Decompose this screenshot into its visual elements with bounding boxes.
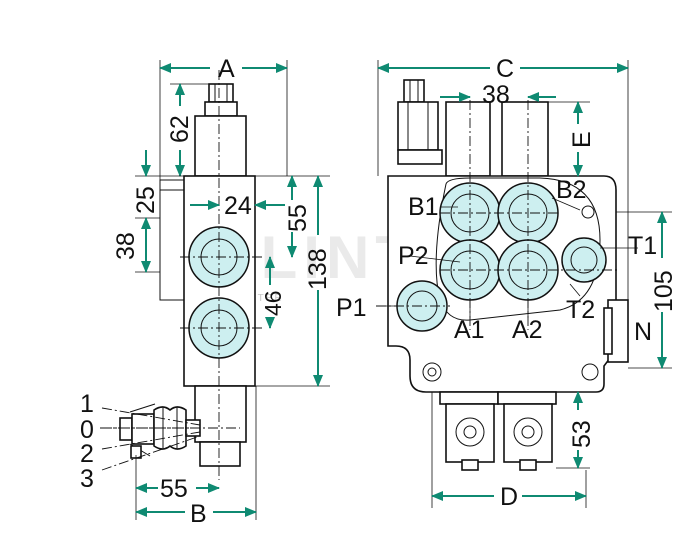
front-view-dimensions bbox=[376, 60, 672, 508]
side-view bbox=[100, 70, 262, 480]
dim-label-53: 53 bbox=[568, 420, 596, 448]
dim-label-a: A bbox=[218, 55, 235, 83]
lever-position-2: 2 bbox=[80, 440, 94, 468]
dim-label-38-side: 38 bbox=[112, 232, 140, 260]
port-label-t2: T2 bbox=[566, 296, 595, 324]
lever-position-1: 1 bbox=[80, 390, 94, 418]
dim-label-c: C bbox=[496, 55, 514, 83]
dim-label-24: 24 bbox=[224, 192, 252, 220]
dim-label-46: 46 bbox=[260, 290, 286, 316]
port-label-b2: B2 bbox=[556, 176, 587, 204]
dim-label-b: B bbox=[190, 500, 207, 528]
dim-label-d: D bbox=[500, 483, 518, 511]
dim-label-n: N bbox=[634, 318, 652, 346]
port-label-a1: A1 bbox=[454, 316, 485, 344]
dim-label-38-front: 38 bbox=[482, 81, 510, 109]
front-view bbox=[376, 79, 629, 471]
port-label-t1: T1 bbox=[628, 232, 657, 260]
port-label-b1: B1 bbox=[408, 193, 439, 221]
dim-label-138: 138 bbox=[304, 248, 332, 290]
dim-label-105: 105 bbox=[650, 270, 678, 312]
dim-label-62: 62 bbox=[166, 115, 194, 143]
dim-label-25: 25 bbox=[132, 186, 160, 214]
dim-label-55-bottom: 55 bbox=[160, 475, 188, 503]
port-label-p1: P1 bbox=[336, 294, 367, 322]
port-label-a2: A2 bbox=[512, 316, 543, 344]
port-label-p2: P2 bbox=[398, 242, 429, 270]
lever-position-3: 3 bbox=[80, 465, 94, 493]
dim-label-55-side: 55 bbox=[284, 204, 312, 232]
lever-position-0: 0 bbox=[80, 416, 94, 444]
side-view-dimensions bbox=[135, 60, 330, 520]
dim-label-e: E bbox=[568, 131, 596, 148]
